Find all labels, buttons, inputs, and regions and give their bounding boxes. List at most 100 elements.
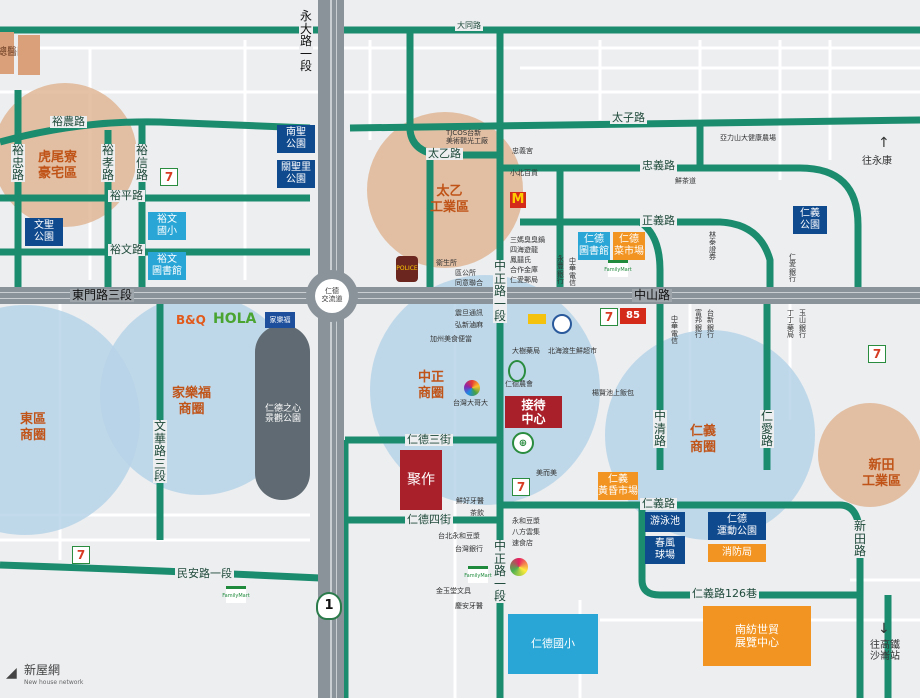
poi-tongyi: 同意聯合 xyxy=(455,279,483,287)
colorful-shop-icon xyxy=(510,558,528,576)
dongqu-district-label: 東區 商圈 xyxy=(20,412,47,443)
poi-qingan-dental: 慶安牙醫 xyxy=(455,602,483,610)
zhongyi-road-label: 忠義路 xyxy=(640,159,677,173)
poi-beihai: 北海渡生鮮超市 xyxy=(548,347,597,355)
poi-rende-post: 仁愛郵局 xyxy=(510,276,538,284)
yuxin-road-label: 裕信路 xyxy=(135,143,149,183)
poi-jinyu: 金玉堂文具 xyxy=(436,587,471,595)
site-logo-text: 新屋網 xyxy=(24,663,61,677)
poi-taibei-yonghe: 台北永和豆漿 xyxy=(438,532,480,540)
taiyi-district-label: 太乙 工業區 xyxy=(430,184,470,215)
renyi-night-market[interactable]: 仁義 黃昏市場 xyxy=(598,472,638,500)
poi-bafang: 八方雲集 xyxy=(512,528,540,536)
jialefu-district-label: 家樂福 商圈 xyxy=(172,386,212,417)
mcdonalds-icon: M xyxy=(510,192,526,208)
huwei-district-label: 虎尾寮 豪宅區 xyxy=(38,150,78,181)
yuwen-library[interactable]: 裕文 圖書館 xyxy=(148,252,186,280)
carrefour-logo: 家樂福 xyxy=(265,312,295,328)
zhongshan-road-label: 中山路 xyxy=(632,288,673,303)
seven-eleven-icon: 7 xyxy=(72,546,90,564)
seven-eleven-icon: 7 xyxy=(160,168,178,186)
poi-jiazhou: 加州美食便當 xyxy=(430,335,472,343)
taizi-road-label: 太子路 xyxy=(610,111,647,125)
poi-zhancai: 鮮茶道 xyxy=(675,177,696,185)
police-station-icon: POLICE xyxy=(396,256,418,282)
rende-4th-street-label: 仁德四街 xyxy=(405,513,453,527)
to-yongkang-label: 往永康 xyxy=(862,156,892,167)
rende-3rd-street-label: 仁德三街 xyxy=(405,433,453,447)
seven-eleven-icon: 7 xyxy=(868,345,886,363)
arrow-down-icon: ↓ xyxy=(878,621,890,637)
rende-sports-park[interactable]: 仁德 運動公園 xyxy=(708,512,766,540)
zhongqing-road-label: 中清路 xyxy=(653,409,667,449)
rende-library[interactable]: 仁德 圖書館 xyxy=(578,232,610,260)
poi-suceng: 速食店 xyxy=(512,539,533,547)
poi-hongxin: 弘新滷麻 xyxy=(455,321,483,329)
hospital-block xyxy=(18,35,40,75)
dongqu-area-circle xyxy=(0,305,140,535)
taiwan-mobile-icon xyxy=(464,380,480,396)
poi-zhongyi-temple: 忠義宮 xyxy=(512,147,533,155)
85c-icon: 85 xyxy=(620,308,646,324)
poi-zhonghua-telecom: 中華電信 xyxy=(569,257,576,288)
taiyi-area-circle xyxy=(367,112,523,268)
minan-road-label: 民安路一段 xyxy=(175,567,234,581)
rende-elementary[interactable]: 仁德國小 xyxy=(508,614,598,674)
hospital-label: 榮總醫院 xyxy=(0,32,27,74)
poi-tiga-pharmacy: 丁丁藥局 xyxy=(787,309,794,340)
interchange-label: 仁德 交流道 xyxy=(321,287,343,303)
poi-taiwan-bank: 台灣銀行 xyxy=(455,545,483,553)
poi-linxiang: 林泰證券 xyxy=(709,231,716,262)
yuwen-road-label: 裕文路 xyxy=(108,243,145,257)
poi-sanjie: 三媽臭臭鍋 xyxy=(510,236,545,244)
yuwen-elementary[interactable]: 裕文 國小 xyxy=(148,212,186,240)
poi-health-center: 衛生所 xyxy=(436,259,457,268)
fire-station[interactable]: 消防局 xyxy=(708,544,766,562)
poi-zhenxin: 震旦通訊 xyxy=(455,309,483,317)
renai-road-label: 仁愛路 xyxy=(760,409,774,449)
poi-fengdai: 鳳囍氏 xyxy=(510,256,531,264)
renyi-park[interactable]: 仁義 公園 xyxy=(793,206,827,234)
poi-hezuo: 合作金庫 xyxy=(510,266,538,274)
poi-xiaobei: 小北百貨 xyxy=(510,169,538,177)
renyi-road-label: 仁義路 xyxy=(640,497,677,511)
poi-tjcos: TJCOS台新 美術觀光工廠 xyxy=(446,129,488,145)
poi-meier: 美而美 xyxy=(536,469,557,477)
arrow-up-icon: ↑ xyxy=(878,135,890,151)
renyi-district-label: 仁義 商圈 xyxy=(690,424,717,455)
bank-icon xyxy=(552,314,572,334)
poi-yushan-bank: 玉山銀行 xyxy=(799,309,806,340)
xintian-area-circle xyxy=(818,403,920,507)
datong-road-label: 大同路 xyxy=(455,21,483,31)
familymart-icon: FamilyMart xyxy=(464,566,492,583)
wensheng-park[interactable]: 文聖 公園 xyxy=(25,218,63,246)
hola-logo: HOLA xyxy=(213,311,257,327)
site-logo-icon: ◢ xyxy=(6,665,17,681)
chunfeng-court[interactable]: 春風 球場 xyxy=(645,536,685,564)
huwei-area-circle xyxy=(0,83,137,227)
guanshengli-park[interactable]: 關聖里 公園 xyxy=(277,160,315,188)
rende-market[interactable]: 仁德 菜市場 xyxy=(613,232,645,260)
swimming-pool[interactable]: 游泳池 xyxy=(645,512,685,532)
yuzhong-road-label: 裕忠路 xyxy=(11,143,25,183)
xintian-road-label: 新田路 xyxy=(853,519,867,559)
reception-center[interactable]: 接待 中心 xyxy=(505,396,562,428)
renyi-126-lane-label: 仁義路126巷 xyxy=(690,587,759,601)
rende-heart-park-label: 仁德之心 景觀公園 xyxy=(264,404,301,424)
dongmen-road-label: 東門路三段 xyxy=(70,288,135,303)
dongmen-road xyxy=(0,287,920,304)
juzuo-site[interactable]: 聚作 xyxy=(400,450,442,510)
yongda-road-label: 永大路一段 xyxy=(299,9,313,74)
site-logo-subtitle: New house network xyxy=(24,679,84,686)
zhongzheng-district-label: 中正 商圈 xyxy=(418,370,445,401)
familymart-icon: FamilyMart xyxy=(222,586,250,603)
nanfang-expo-center[interactable]: 南紡世貿 展覽中心 xyxy=(703,606,811,666)
post-office-icon: ⊕ xyxy=(512,432,534,454)
nansheng-park[interactable]: 南聖 公園 xyxy=(277,125,315,153)
poi-yongfeng-bank: 永豐銀行 xyxy=(557,255,564,286)
zhongzheng-area-circle xyxy=(370,275,600,505)
poi-dashu: 大樹藥局 xyxy=(512,347,540,355)
yuping-road-label: 裕平路 xyxy=(108,189,145,203)
